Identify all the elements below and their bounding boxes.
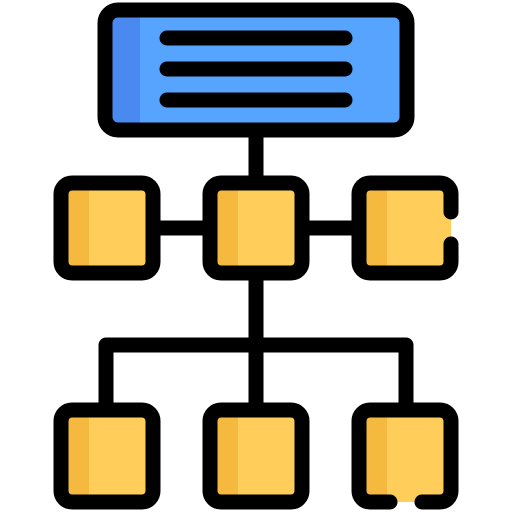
node-middle-center xyxy=(202,175,310,281)
header-box-outline xyxy=(97,2,415,138)
header-box-shade xyxy=(105,10,140,130)
node-bottom-center xyxy=(202,402,310,510)
node-middle-left xyxy=(53,175,161,281)
header-box xyxy=(97,2,415,138)
node-bottom-right xyxy=(351,402,459,510)
connector-lines xyxy=(98,122,414,418)
node-middle-right xyxy=(351,175,459,281)
node-bottom-left xyxy=(53,402,161,510)
connector-branch-bar xyxy=(98,337,414,418)
